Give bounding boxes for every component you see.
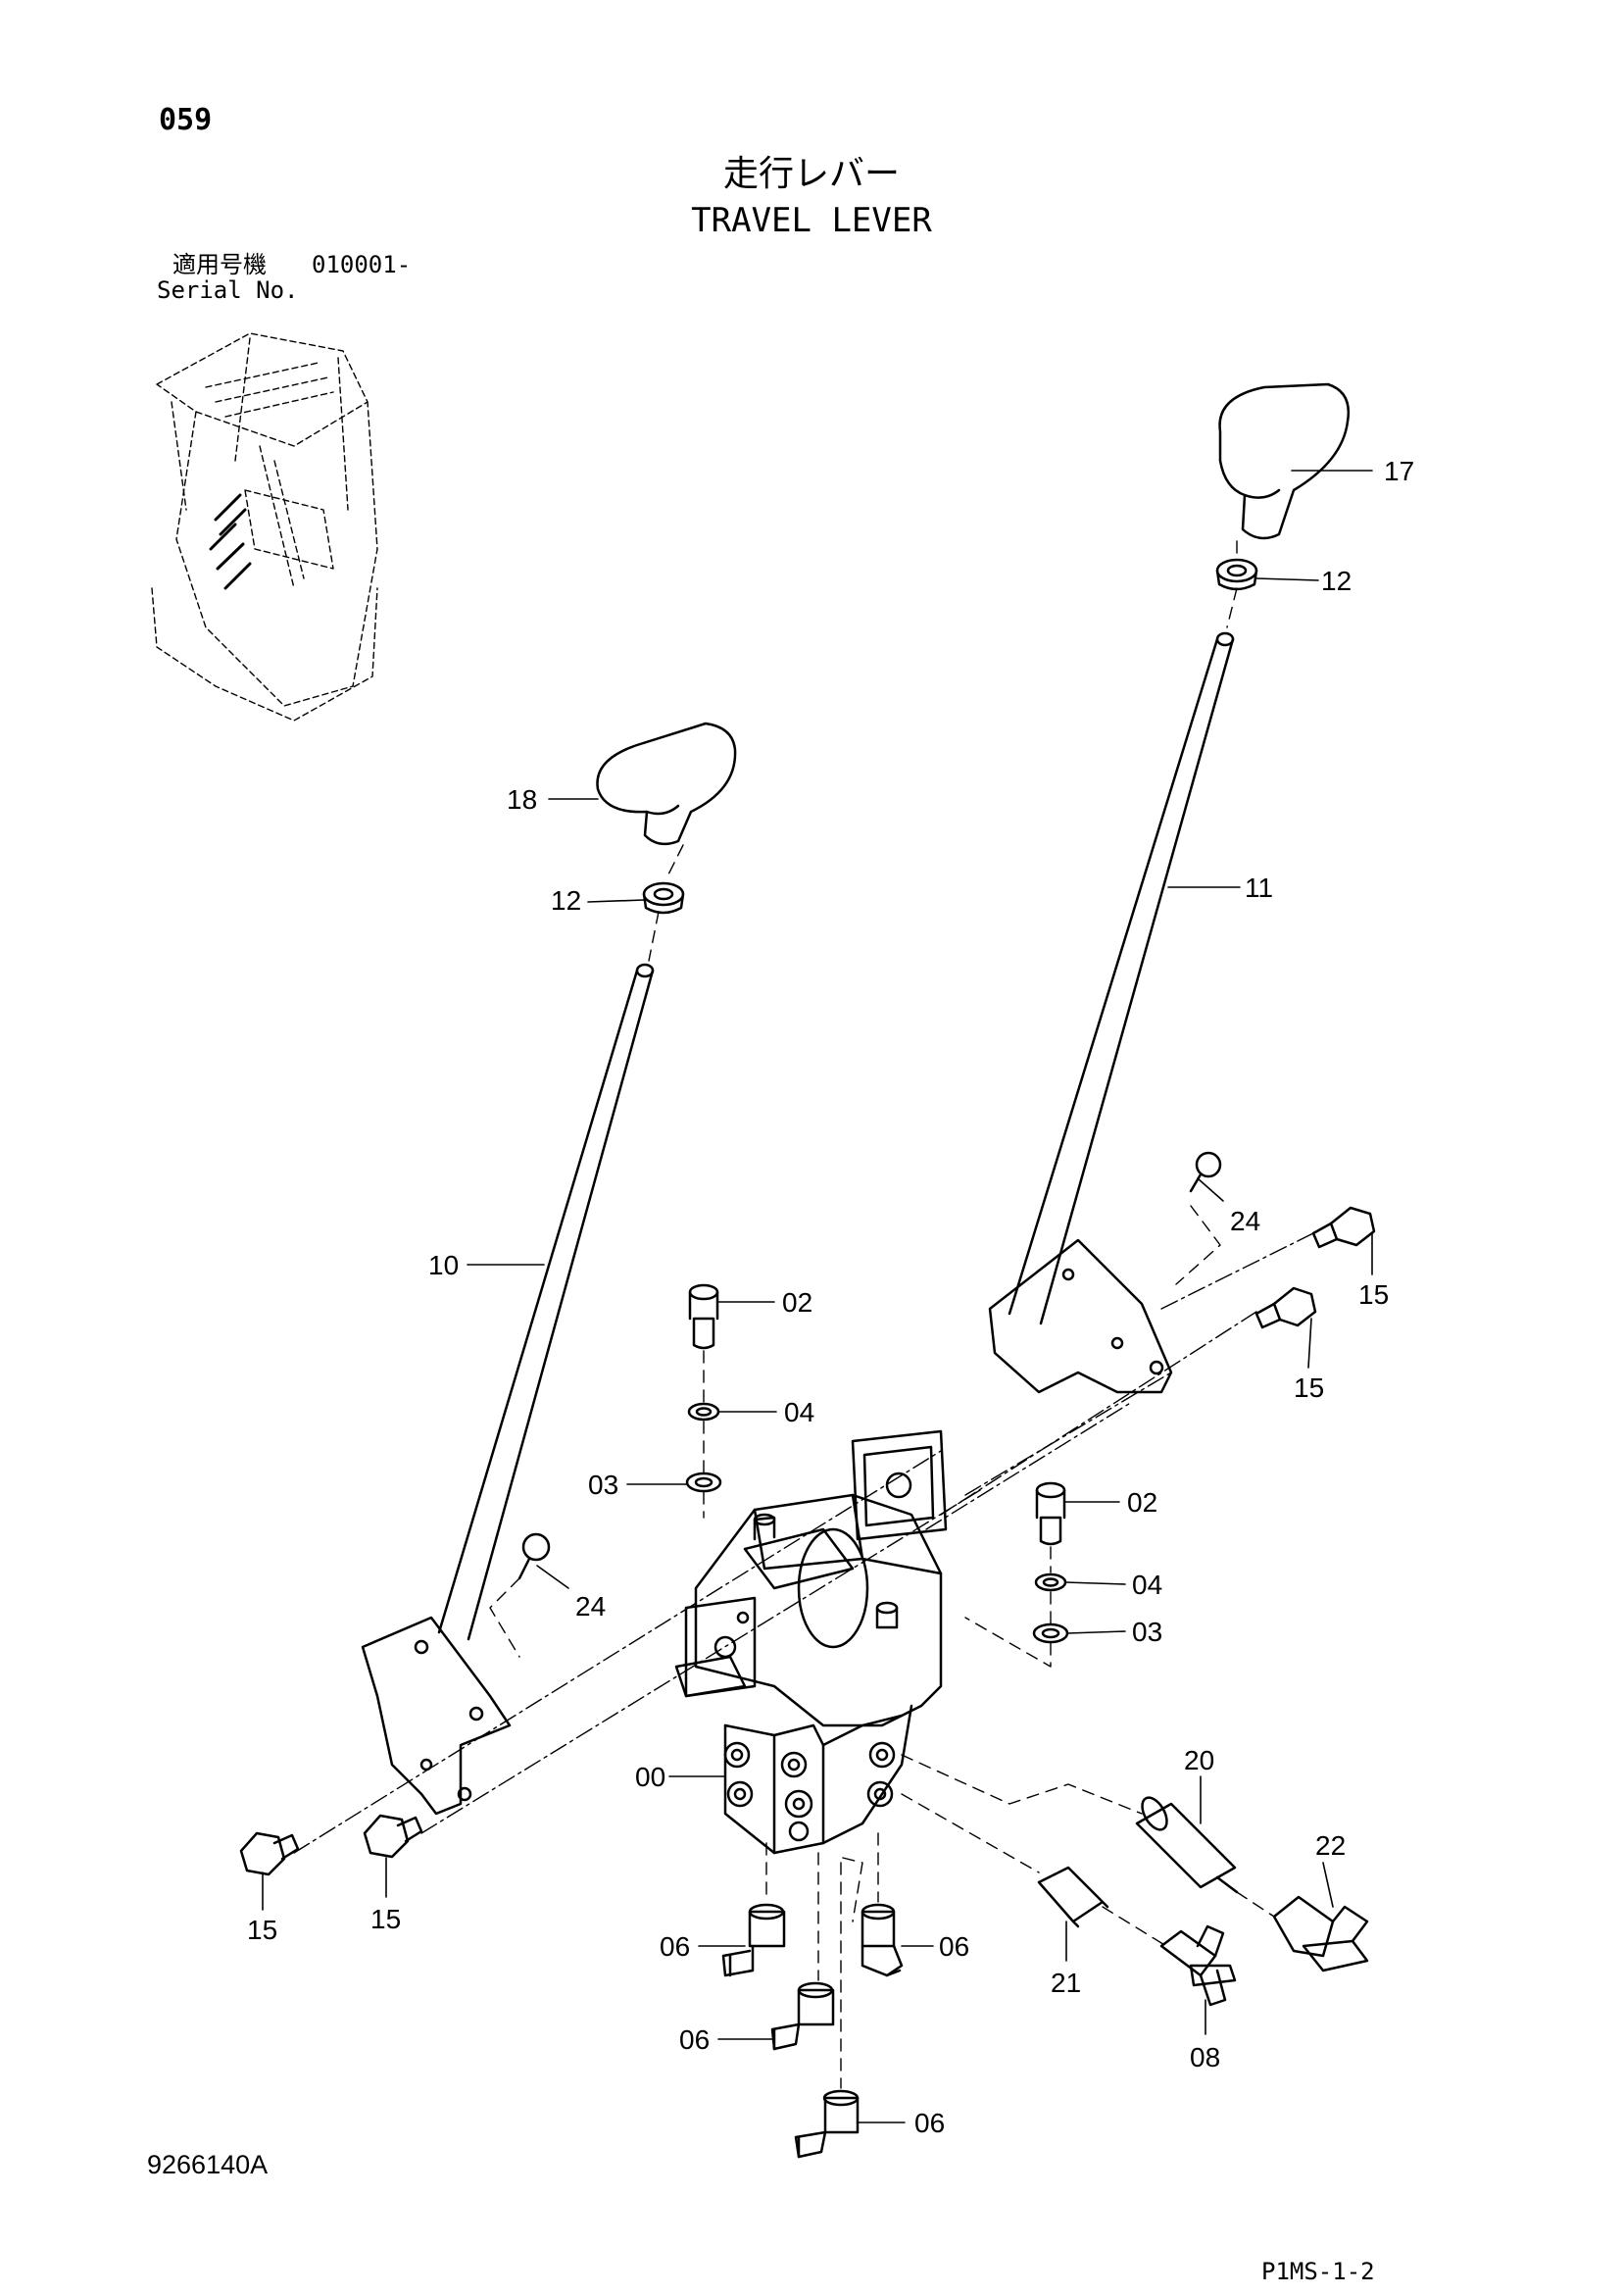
- washer-part-03-upper: [685, 1472, 722, 1493]
- page-number: 059: [159, 103, 213, 137]
- assembly-guide-lines: [489, 540, 1275, 2089]
- elbow-part-06-bottom: [794, 2089, 860, 2159]
- callout-12-left: 12: [551, 885, 581, 916]
- screw-part-02-right: [1035, 1481, 1066, 1546]
- callout-24-right: 24: [1230, 1206, 1260, 1236]
- callout-06-middle: 06: [679, 2024, 710, 2055]
- right-rod-part-11: [1008, 631, 1235, 1325]
- bolt-part-15-middle-right: [1254, 1286, 1317, 1329]
- callout-15-lower-middle: 15: [370, 1904, 401, 1934]
- serial-label-japanese: 適用号機: [172, 251, 267, 278]
- callout-17: 17: [1384, 456, 1414, 486]
- callout-04-right: 04: [1132, 1570, 1162, 1600]
- callout-20: 20: [1184, 1745, 1214, 1775]
- callout-labels: 17 12 18 12 11 24 15 15 10 02 04 03 02 0…: [247, 456, 1414, 2138]
- screw-part-02-upper: [688, 1283, 719, 1350]
- page-reference: P1MS-1-2: [1261, 2258, 1375, 2285]
- right-bracket: [988, 1238, 1173, 1394]
- callout-02-upper: 02: [782, 1287, 812, 1318]
- callout-10: 10: [428, 1250, 459, 1280]
- callout-24-left: 24: [575, 1591, 606, 1622]
- bolt-part-15-lower-left: [239, 1831, 300, 1876]
- spring-washer-part-04-right: [1034, 1572, 1067, 1592]
- machine-location-thumbnail: [151, 332, 378, 722]
- callout-18: 18: [507, 784, 537, 815]
- right-bushing-part-12: [1215, 558, 1258, 591]
- callout-leader-lines: [262, 470, 1373, 2123]
- callout-06-upper-left: 06: [660, 1931, 690, 1962]
- callout-02-right: 02: [1127, 1487, 1157, 1518]
- callout-06-bottom: 06: [914, 2108, 945, 2138]
- callout-21: 21: [1051, 1968, 1081, 1998]
- serial-number-value: 010001-: [312, 251, 412, 278]
- callout-11: 11: [1245, 873, 1273, 903]
- callout-03-right: 03: [1132, 1617, 1162, 1647]
- cross-fitting-part-08: [1159, 1924, 1237, 2007]
- left-rod-part-10: [437, 963, 655, 1641]
- right-ball-part-24: [1189, 1151, 1222, 1193]
- bolt-part-15-lower-middle: [363, 1814, 423, 1859]
- callout-08: 08: [1190, 2042, 1220, 2072]
- bolt-part-15-upper-right: [1311, 1206, 1376, 1249]
- tee-part-22: [1272, 1895, 1369, 1972]
- washer-part-03-right: [1032, 1622, 1069, 1644]
- callout-22: 22: [1315, 1830, 1346, 1861]
- elbow-part-06-middle: [770, 1981, 835, 2051]
- spring-washer-part-04-upper: [687, 1402, 720, 1422]
- pilot-valve-part-00: [674, 1429, 948, 1855]
- left-knob-part-18: [596, 722, 737, 846]
- callout-12-right: 12: [1321, 566, 1352, 596]
- callout-15-upper-right: 15: [1358, 1279, 1389, 1310]
- callout-15-lower-left: 15: [247, 1915, 277, 1945]
- adapter-part-20: [1135, 1796, 1239, 1894]
- diagram-title-japanese: 走行レバー: [722, 154, 900, 194]
- diagram-title-english: TRAVEL LEVER: [691, 201, 932, 240]
- left-ball-part-24: [517, 1532, 551, 1580]
- callout-03-upper: 03: [588, 1470, 618, 1500]
- callout-15-middle-right: 15: [1294, 1373, 1324, 1403]
- elbow-part-06-upper-right: [861, 1903, 904, 1977]
- document-number: 9266140A: [147, 2150, 269, 2179]
- nut-part-21: [1037, 1866, 1109, 1928]
- left-bushing-part-12: [642, 881, 685, 915]
- serial-label-english: Serial No.: [157, 276, 299, 304]
- thumbnail-highlighted-lever: [209, 493, 252, 590]
- callout-04-upper: 04: [784, 1397, 814, 1427]
- left-bracket: [361, 1616, 512, 1816]
- callout-00: 00: [635, 1762, 665, 1792]
- callout-06-upper-right: 06: [939, 1931, 969, 1962]
- right-knob-part-17: [1218, 382, 1351, 540]
- elbow-part-06-upper-left: [721, 1903, 786, 1977]
